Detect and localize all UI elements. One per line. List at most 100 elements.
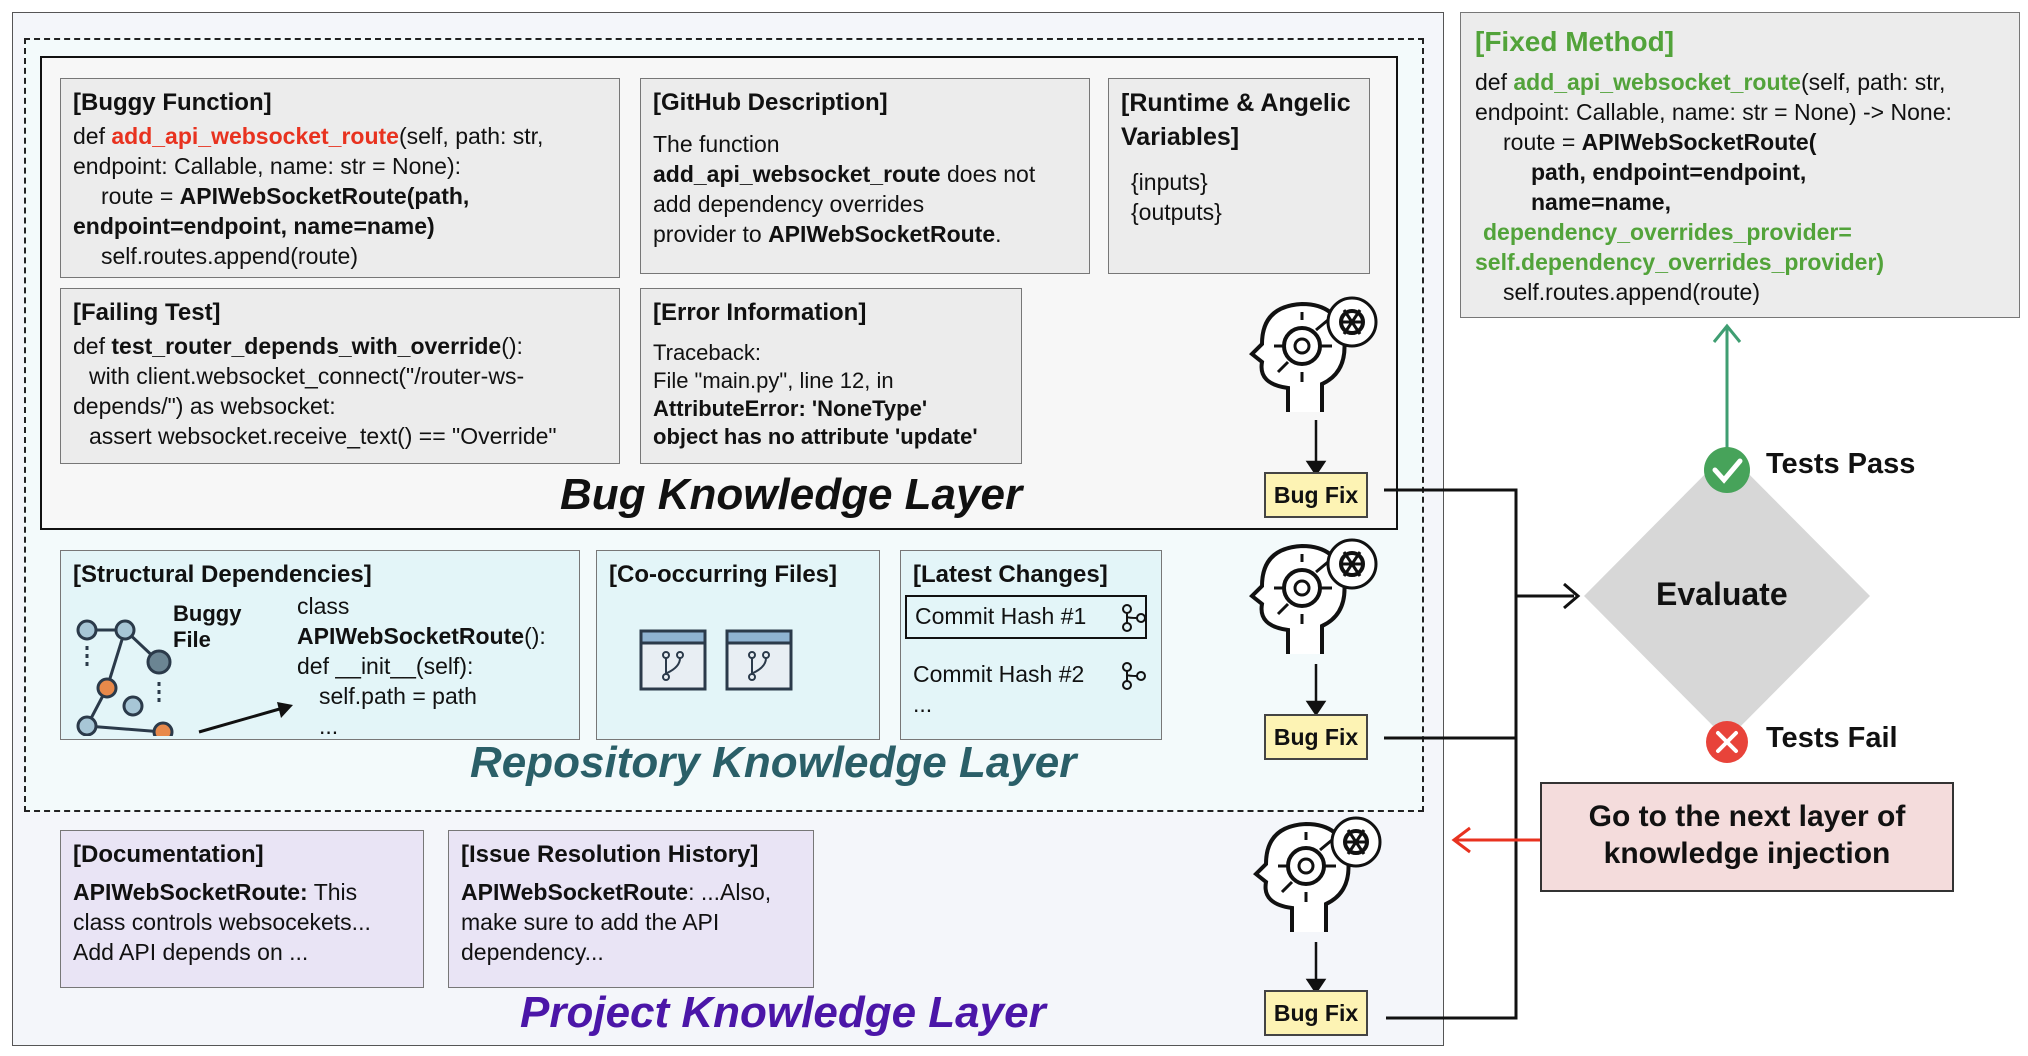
- buggy-function-title: [Buggy Function]: [73, 89, 272, 116]
- text: endpoint: Callable, name: str = None) ->…: [1475, 99, 1952, 125]
- text: dependency...: [461, 939, 604, 965]
- evaluate-label: Evaluate: [1656, 576, 1788, 612]
- text: {inputs}: [1131, 169, 1208, 195]
- text: name=name,: [1531, 189, 1671, 215]
- graph-label: File: [173, 627, 211, 652]
- text: with client.websocket_connect("/router-w…: [89, 363, 525, 389]
- text: APIWebSocketRoute:: [73, 879, 308, 905]
- bug-layer-title: Bug Knowledge Layer: [560, 470, 1023, 519]
- text: APIWebSocketRoute(: [1581, 129, 1817, 155]
- text: ():: [524, 623, 546, 649]
- added-code: self.dependency_overrides_provider): [1475, 249, 1885, 275]
- text: depends/") as websocket:: [73, 393, 336, 419]
- text: APIWebSocketRoute: [461, 879, 689, 905]
- text: : ...Also,: [688, 879, 772, 905]
- documentation-box: [Documentation] APIWebSocketRoute: This …: [60, 830, 424, 988]
- text: AttributeError: 'NoneType': [653, 396, 928, 421]
- text: ...: [913, 691, 933, 717]
- text: class controls websocekets...: [73, 909, 371, 935]
- buggy-function-name: add_api_websocket_route: [111, 123, 399, 149]
- graph-icon: [76, 619, 293, 736]
- tests-pass-label: Tests Pass: [1766, 448, 1916, 480]
- text: object has no attribute 'update': [653, 424, 978, 449]
- text: ():: [501, 333, 523, 359]
- check-icon: [1704, 447, 1750, 493]
- text: def: [73, 333, 112, 359]
- text: route =: [1503, 129, 1582, 155]
- text: Go to the next layer of: [1588, 800, 1906, 833]
- text: route =: [101, 183, 180, 209]
- github-description-box: [GitHub Description] The function add_ap…: [640, 78, 1090, 274]
- cross-icon: [1706, 721, 1748, 763]
- bug-fix-box-3: Bug Fix: [1264, 990, 1368, 1036]
- documentation-title: [Documentation]: [73, 841, 264, 868]
- added-code: dependency_overrides_provider=: [1483, 219, 1852, 245]
- text: path, endpoint=endpoint,: [1531, 159, 1807, 185]
- ai-head-icon: [1253, 816, 1382, 932]
- text: knowledge injection: [1603, 837, 1891, 870]
- github-description-title: [GitHub Description]: [653, 89, 888, 116]
- evaluate-diamond: [1584, 452, 1870, 740]
- text: APIWebSocketRoute: [297, 623, 525, 649]
- text: test_router_depends_with_override: [111, 333, 502, 359]
- runtime-variables-title: [Runtime & Angelic: [1121, 89, 1351, 117]
- text: This: [307, 879, 358, 905]
- text: (self, path: str,: [398, 123, 544, 149]
- latest-changes-title: [Latest Changes]: [913, 561, 1108, 588]
- bug-fix-box-1: Bug Fix: [1264, 472, 1368, 518]
- text: APIWebSocketRoute: [768, 221, 996, 247]
- bugfix-to-evaluate-lines: [1384, 488, 1581, 1020]
- cooccurring-files-box: [Co-occurring Files]: [596, 550, 880, 740]
- error-information-title: [Error Information]: [653, 299, 867, 326]
- text: self.routes.append(route): [1503, 279, 1760, 305]
- text: The function: [653, 131, 780, 157]
- structural-dependencies-box: [Structural Dependencies] Buggy File cla…: [60, 550, 580, 740]
- failing-test-box: [Failing Test] def test_router_depends_w…: [60, 288, 620, 464]
- ai-head-icon: [1249, 296, 1378, 412]
- runtime-variables-box: [Runtime & Angelic Variables] {inputs} {…: [1108, 78, 1370, 274]
- latest-changes-box: [Latest Changes] Commit Hash #1 Commit H…: [900, 550, 1162, 740]
- openai-logo-icon: [1330, 816, 1382, 868]
- openai-logo-icon: [1326, 296, 1378, 348]
- next-layer-box: Go to the next layer of knowledge inject…: [1540, 782, 1954, 892]
- text: make sure to add the API: [461, 909, 720, 935]
- next-layer-arrow: [1451, 826, 1540, 854]
- text: endpoint: Callable, name: str = None):: [73, 153, 462, 179]
- failing-test-title: [Failing Test]: [73, 299, 221, 326]
- text: (self, path: str,: [1800, 69, 1946, 95]
- text: add dependency overrides: [653, 191, 925, 217]
- text: Commit Hash #1: [915, 603, 1087, 629]
- text: Traceback:: [653, 340, 762, 365]
- text: def: [1475, 69, 1514, 95]
- graph-label: Buggy: [173, 601, 242, 626]
- text: def: [73, 123, 112, 149]
- commit-item-2: Commit Hash #2: [913, 661, 1085, 687]
- text: endpoint=endpoint, name=name): [73, 213, 435, 239]
- text: ...: [319, 713, 339, 739]
- text: provider to: [653, 221, 769, 247]
- file-window-icon: [639, 629, 793, 691]
- project-layer-title: Project Knowledge Layer: [520, 988, 1046, 1037]
- openai-logo-icon: [1326, 538, 1378, 590]
- text: add_api_websocket_route: [653, 161, 941, 187]
- runtime-variables-title: Variables]: [1121, 123, 1240, 151]
- fixed-function-name: add_api_websocket_route: [1513, 69, 1801, 95]
- text: assert websocket.receive_text() == "Over…: [89, 423, 557, 449]
- text: {outputs}: [1131, 199, 1222, 225]
- tests-fail-label: Tests Fail: [1766, 722, 1898, 754]
- text: does not: [940, 161, 1036, 187]
- text: Add API depends on ...: [73, 939, 309, 965]
- issue-resolution-box: [Issue Resolution History] APIWebSocketR…: [448, 830, 814, 988]
- text: self.routes.append(route): [101, 243, 358, 269]
- repository-layer-title: Repository Knowledge Layer: [470, 738, 1077, 787]
- structural-dependencies-title: [Structural Dependencies]: [73, 561, 372, 588]
- fixed-method-box: [Fixed Method] def add_api_websocket_rou…: [1460, 12, 2020, 318]
- text: APIWebSocketRoute(path,: [179, 183, 470, 209]
- head-to-bugfix-arrows: [1305, 420, 1327, 995]
- commit-item-1: Commit Hash #1: [905, 595, 1147, 639]
- cooccurring-files-title: [Co-occurring Files]: [609, 561, 838, 588]
- buggy-function-box: [Buggy Function] def add_api_websocket_r…: [60, 78, 620, 278]
- error-information-box: [Error Information] Traceback: File "mai…: [640, 288, 1022, 464]
- text: self.path = path: [319, 683, 477, 709]
